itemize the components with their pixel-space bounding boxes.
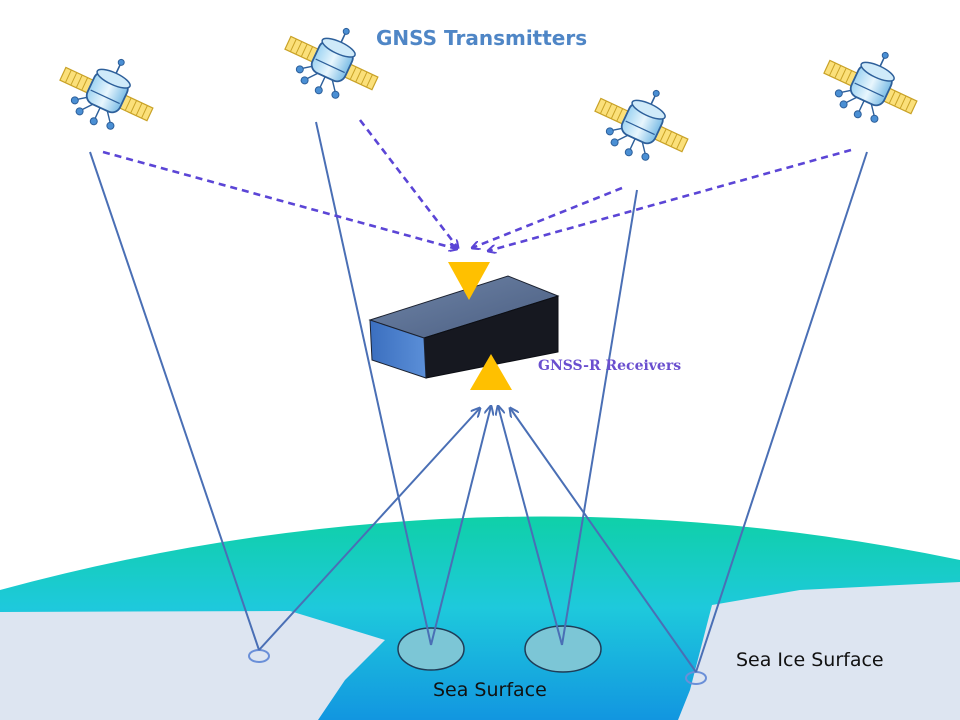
- incident-ray: [315, 121, 432, 646]
- incident-ray: [561, 189, 638, 646]
- sea-ice-left: [0, 611, 385, 720]
- sea-ice-surface-label: Sea Ice Surface: [736, 649, 884, 671]
- sea-ice-right: [678, 582, 960, 720]
- receivers-label: GNSS-R Receivers: [538, 358, 682, 374]
- direct-signal: [472, 186, 623, 248]
- reflected-ray: [498, 406, 563, 646]
- reflected-ray: [258, 408, 480, 651]
- satellite-icon: [822, 39, 918, 128]
- antenna-triangle-icon: [448, 262, 490, 300]
- direct-signal: [358, 119, 458, 248]
- satellite-icon: [593, 77, 689, 166]
- direct-signal: [488, 148, 852, 251]
- incident-ray: [695, 151, 868, 673]
- reflected-ray: [510, 408, 697, 673]
- transmitters-label: GNSS Transmitters: [376, 26, 588, 50]
- satellite-icon: [58, 46, 154, 135]
- receiver-box-icon: [368, 275, 560, 379]
- direct-signal: [102, 150, 457, 249]
- antenna-triangle-icon: [470, 354, 512, 390]
- sea-surface-label: Sea Surface: [433, 679, 547, 701]
- reflected-ray: [430, 406, 491, 646]
- incident-ray: [89, 151, 260, 651]
- reflection-zone: [397, 627, 465, 671]
- reflection-zone: [524, 625, 602, 673]
- satellite-icon: [283, 15, 379, 104]
